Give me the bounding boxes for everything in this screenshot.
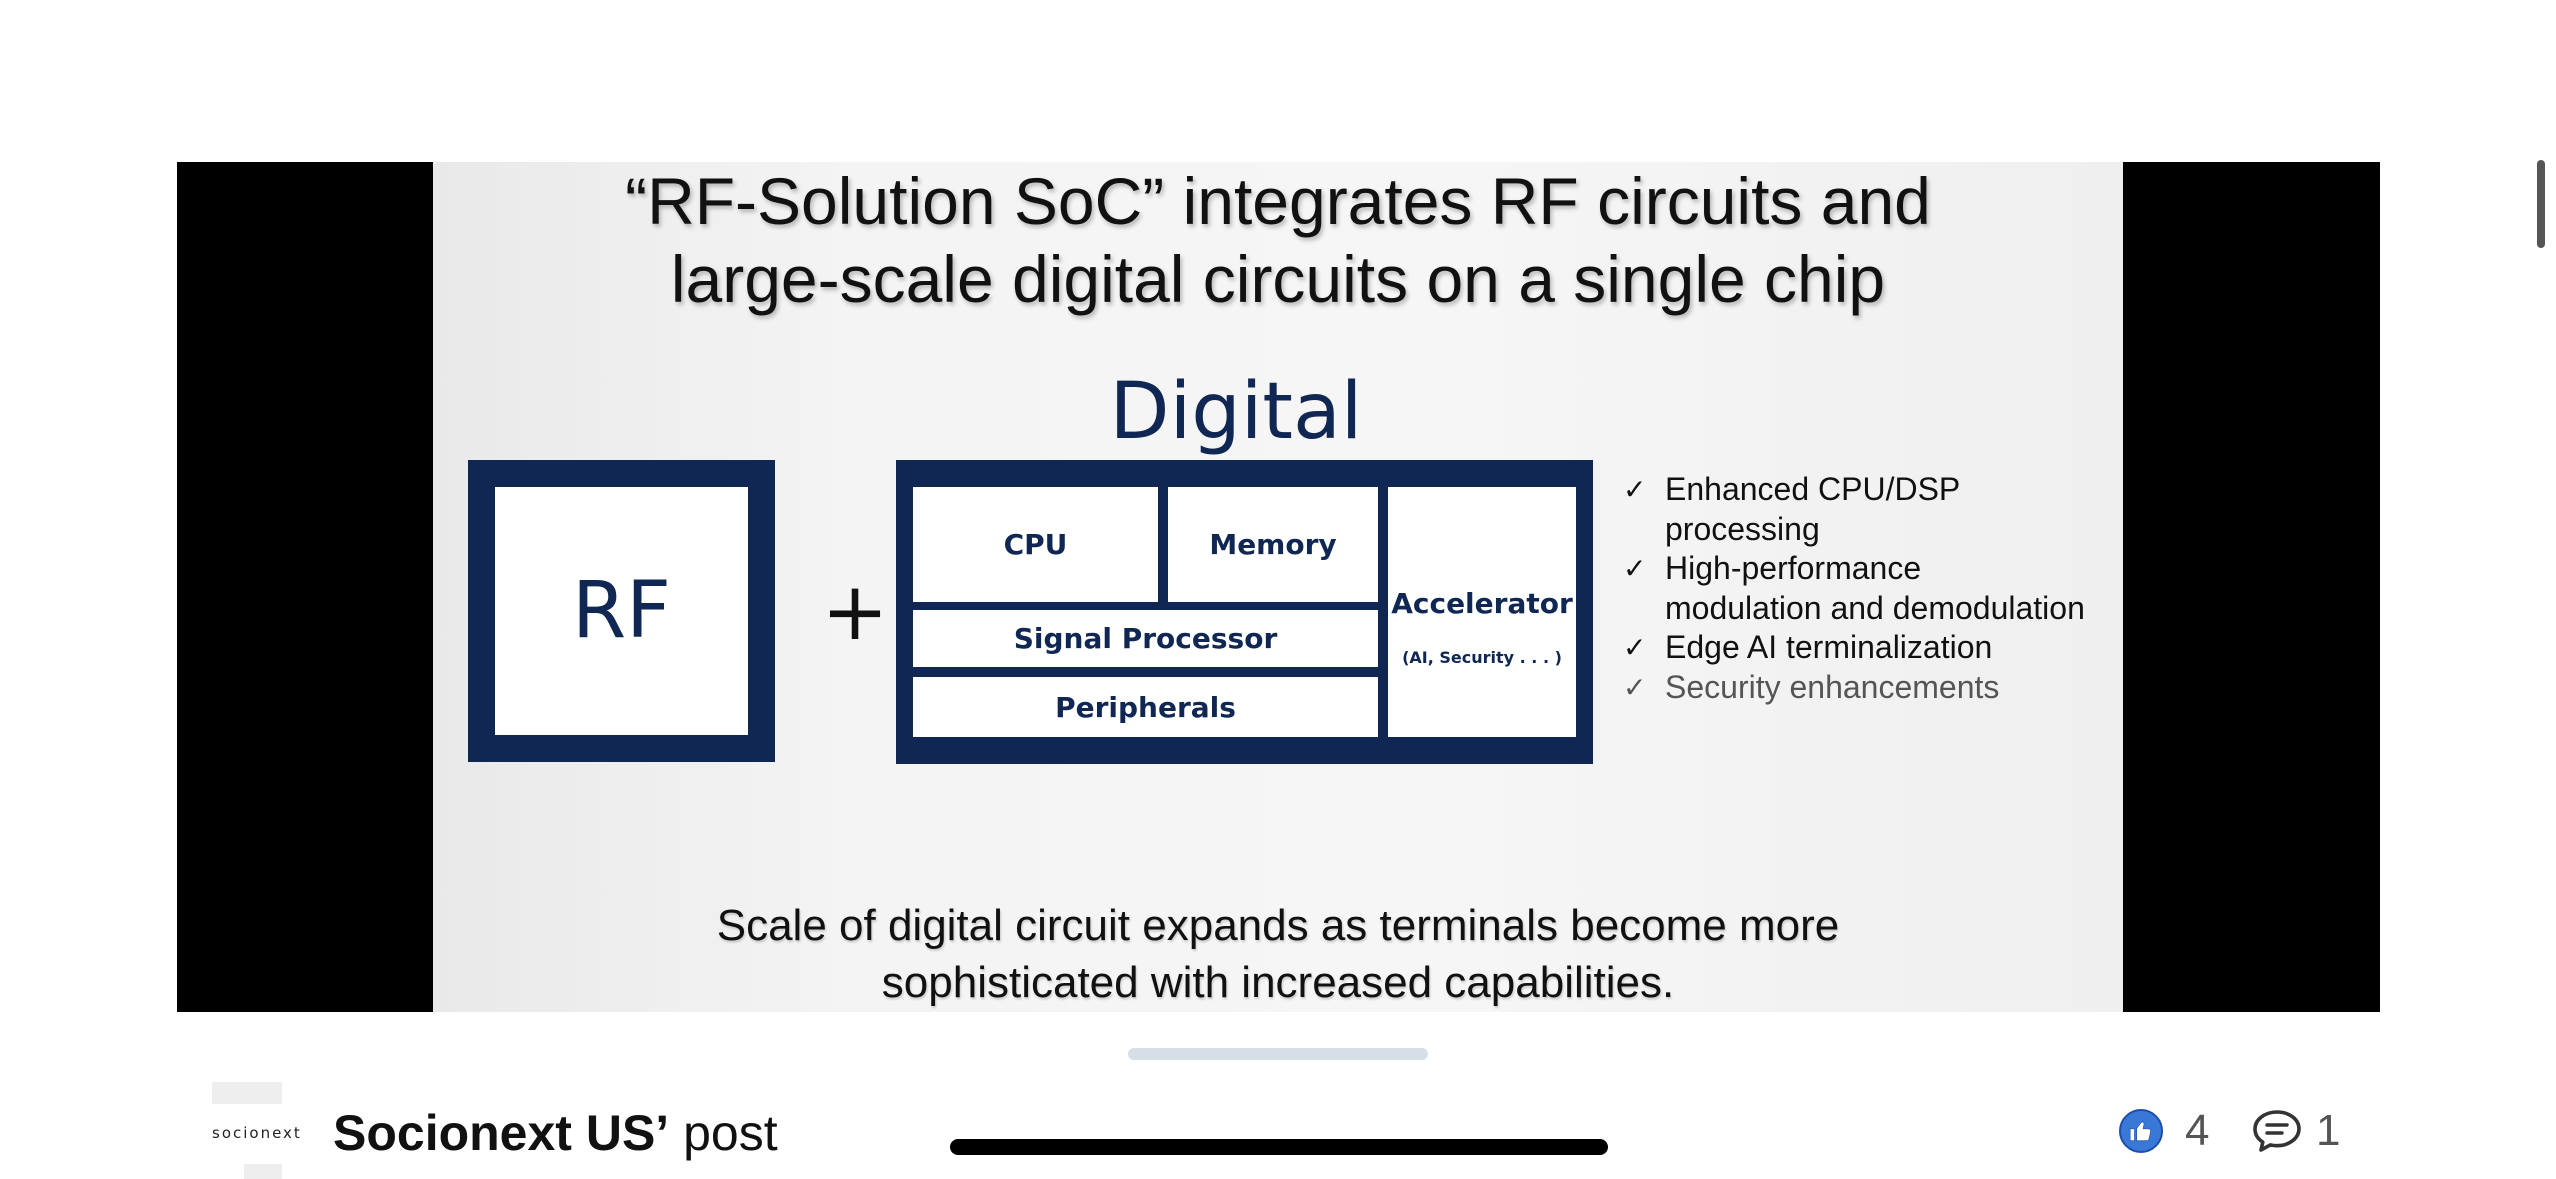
memory-block: Memory	[1168, 487, 1378, 602]
feature-item: ✓ Security enhancements	[1623, 668, 2123, 708]
cpu-block: CPU	[913, 487, 1158, 602]
feature-text-cont: processing	[1665, 510, 1820, 547]
accelerator-sublabel: (AI, Security . . . )	[1402, 648, 1562, 667]
thumbs-up-icon	[2119, 1109, 2163, 1153]
check-icon: ✓	[1623, 670, 1647, 704]
slide-footer-line-2: sophisticated with increased capabilitie…	[881, 958, 1675, 1007]
comment-icon	[2253, 1110, 2301, 1152]
signal-processor-block: Signal Processor	[913, 610, 1378, 667]
accelerator-block: Accelerator (AI, Security . . . )	[1388, 487, 1576, 737]
accelerator-label: Accelerator	[1391, 587, 1573, 620]
slide-title-line-2: large-scale digital circuits on a single…	[670, 242, 1886, 316]
like-button[interactable]: 4	[2119, 1106, 2209, 1156]
feature-item: ✓ High-performance modulation and demodu…	[1623, 549, 2123, 628]
comment-count: 1	[2316, 1106, 2341, 1155]
feature-text: High-performance	[1665, 550, 1922, 586]
sheet-drag-handle[interactable]	[1128, 1048, 1428, 1060]
feature-item: ✓ Edge AI terminalization	[1623, 628, 2123, 668]
digital-label: Digital	[1109, 367, 1363, 457]
cpu-label: CPU	[1003, 528, 1068, 561]
memory-label: Memory	[1209, 528, 1337, 561]
feature-list: ✓ Enhanced CPU/DSP processing ✓ High-per…	[1623, 470, 2123, 707]
rf-block: RF	[468, 460, 775, 762]
check-icon: ✓	[1623, 473, 1647, 506]
feature-text: Enhanced CPU/DSP	[1665, 471, 1961, 507]
slide-footer-line-1: Scale of digital circuit expands as term…	[716, 901, 1840, 950]
like-count: 4	[2185, 1106, 2210, 1155]
video-frame-slide: “RF-Solution SoC” integrates RF circuits…	[433, 162, 2123, 1012]
video-player[interactable]: “RF-Solution SoC” integrates RF circuits…	[177, 162, 2380, 1012]
peripherals-label: Peripherals	[1055, 690, 1236, 724]
plus-sign: +	[821, 565, 889, 658]
feature-text: Edge AI terminalization	[1665, 629, 1993, 665]
feature-item: ✓ Enhanced CPU/DSP processing	[1623, 470, 2123, 549]
company-avatar[interactable]: socionext	[212, 1080, 308, 1179]
signal-processor-label: Signal Processor	[1013, 622, 1278, 655]
feature-text: Security enhancements	[1665, 668, 2000, 705]
company-logo: socionext	[212, 1124, 302, 1142]
scrollbar-thumb[interactable]	[2537, 160, 2545, 248]
check-icon: ✓	[1623, 631, 1647, 664]
post-title-suffix: post	[669, 1105, 778, 1161]
slide-footer: Scale of digital circuit expands as term…	[433, 897, 2123, 1011]
peripherals-block: Peripherals	[913, 677, 1378, 737]
avatar-blur-top	[212, 1082, 282, 1104]
post-title[interactable]: Socionext US’ post	[333, 1098, 778, 1168]
slide-title-line-1: “RF-Solution SoC” integrates RF circuits…	[625, 164, 1931, 238]
feature-text-cont: modulation and demodulation	[1665, 589, 2085, 626]
slide-title: “RF-Solution SoC” integrates RF circuits…	[433, 162, 2123, 318]
check-icon: ✓	[1623, 552, 1647, 585]
post-author: Socionext US’	[333, 1105, 670, 1161]
digital-block: CPU Memory Accelerator (AI, Security . .…	[896, 460, 1593, 764]
home-indicator[interactable]	[950, 1139, 1608, 1155]
rf-label: RF	[495, 487, 748, 735]
comment-button[interactable]: 1	[2252, 1106, 2340, 1156]
avatar-blur-bottom	[244, 1164, 282, 1179]
